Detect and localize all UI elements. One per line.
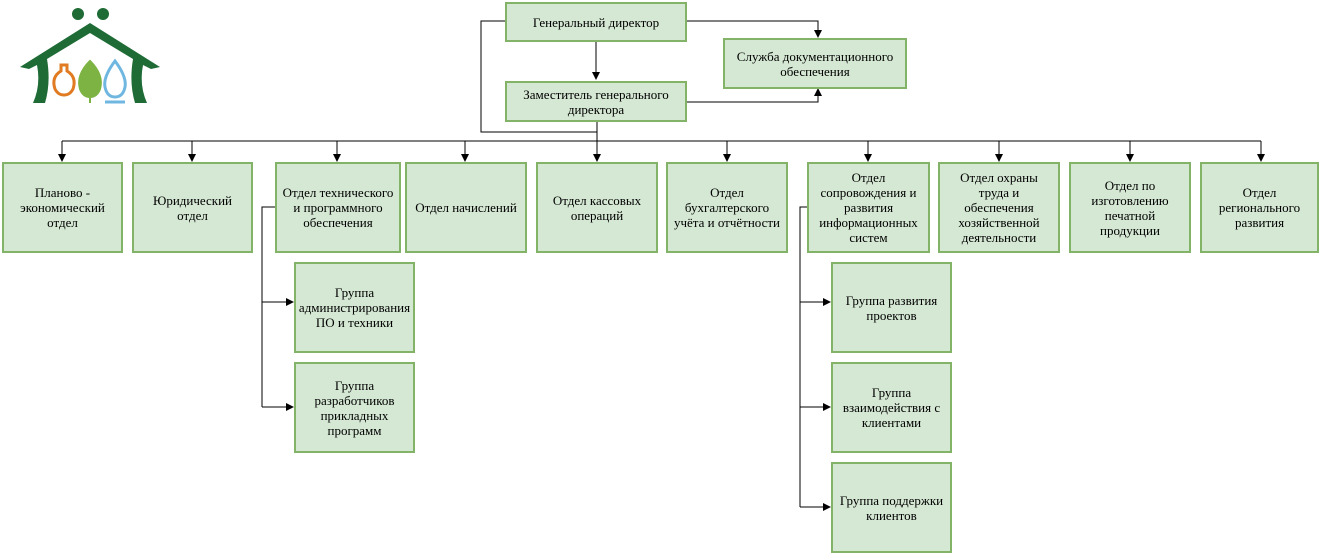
department-label: Отдел бухгалтерского учёта и отчётности bbox=[673, 185, 781, 230]
department-box: Отдел бухгалтерского учёта и отчётности bbox=[666, 162, 788, 253]
department-box: Отдел регионального развития bbox=[1200, 162, 1319, 253]
group-label: Группа взаимодействия с клиентами bbox=[842, 385, 941, 430]
ceo-box: Генеральный директор bbox=[505, 2, 687, 42]
docs-service-label: Служба документационного обеспечения bbox=[736, 48, 894, 79]
department-box: Отдел сопровождения и развития информаци… bbox=[807, 162, 930, 253]
group-box: Группа взаимодействия с клиентами bbox=[831, 362, 952, 453]
department-box: Отдел охраны труда и обеспечения хозяйст… bbox=[938, 162, 1060, 253]
department-label: Отдел технического и программного обеспе… bbox=[282, 185, 394, 230]
department-label: Отдел регионального развития bbox=[1218, 185, 1301, 230]
department-label: Отдел начислений bbox=[415, 200, 517, 215]
department-label: Отдел сопровождения и развития информаци… bbox=[819, 170, 918, 245]
department-box: Отдел начислений bbox=[405, 162, 527, 253]
deputy-label: Заместитель генерального директора bbox=[523, 86, 669, 117]
department-label: Отдел охраны труда и обеспечения хозяйст… bbox=[958, 170, 1040, 245]
company-logo bbox=[20, 8, 160, 104]
group-label: Группа развития проектов bbox=[845, 292, 938, 323]
department-box: Отдел по изготовлению печатной продукции bbox=[1069, 162, 1191, 253]
group-box: Группа администрирования ПО и техники bbox=[294, 262, 415, 353]
department-label: Отдел по изготовлению печатной продукции bbox=[1091, 177, 1169, 238]
group-box: Группа поддержки клиентов bbox=[831, 462, 952, 553]
department-label: Юридический отдел bbox=[152, 192, 233, 223]
department-box: Отдел технического и программного обеспе… bbox=[275, 162, 401, 253]
group-box: Группа разработчиков прикладных программ bbox=[294, 362, 415, 453]
group-label: Группа разработчиков прикладных программ bbox=[314, 377, 395, 438]
group-label: Группа поддержки клиентов bbox=[839, 492, 944, 523]
group-box: Группа развития проектов bbox=[831, 262, 952, 353]
docs-service-box: Служба документационного обеспечения bbox=[723, 38, 907, 89]
department-label: Планово - экономический отдел bbox=[20, 185, 105, 230]
department-label: Отдел кассовых операций bbox=[552, 192, 642, 223]
department-box: Юридический отдел bbox=[132, 162, 253, 253]
deputy-box: Заместитель генерального директора bbox=[505, 81, 687, 122]
department-box: Планово - экономический отдел bbox=[2, 162, 123, 253]
group-label: Группа администрирования ПО и техники bbox=[298, 285, 411, 330]
department-box: Отдел кассовых операций bbox=[536, 162, 658, 253]
ceo-label: Генеральный директор bbox=[532, 14, 660, 30]
